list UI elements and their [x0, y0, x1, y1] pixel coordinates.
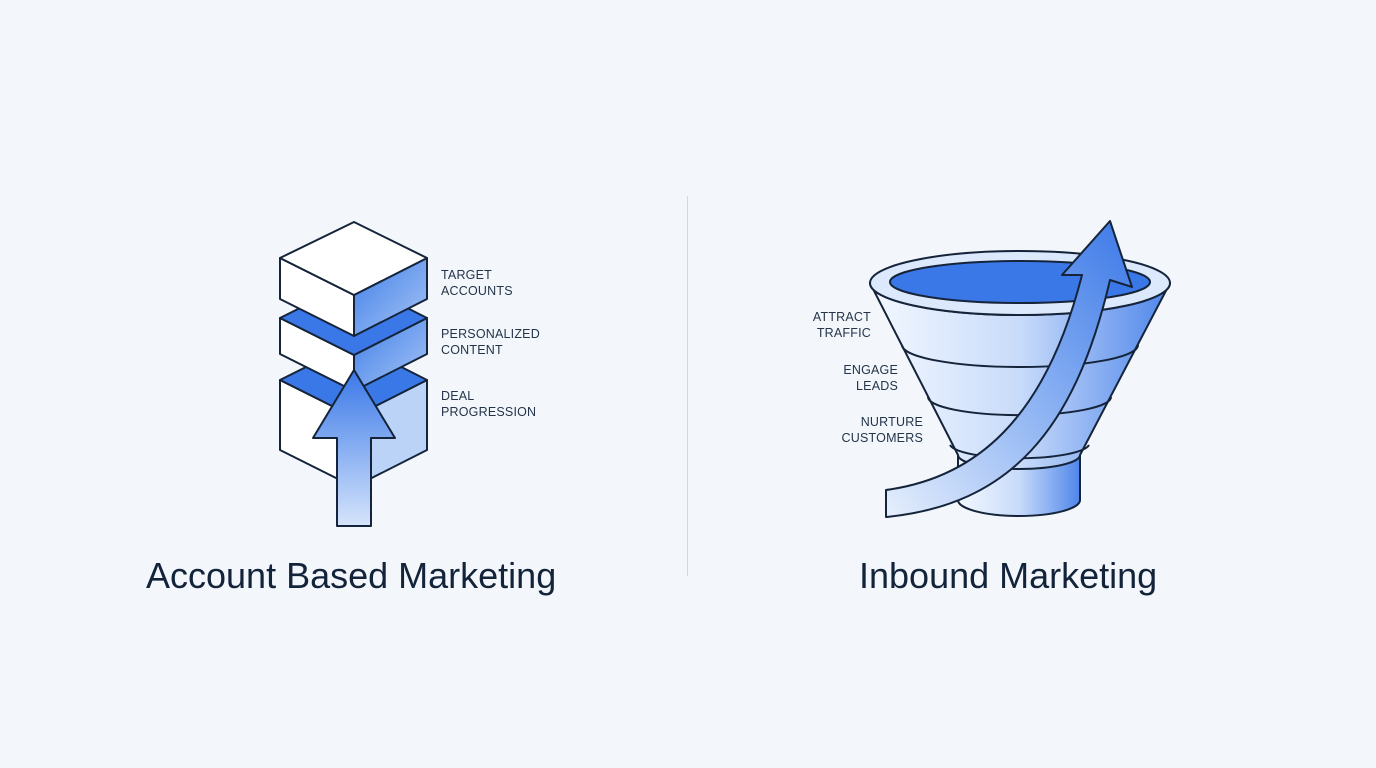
inbound-title: Inbound Marketing	[859, 555, 1158, 596]
abm-stage-label-2: PERSONALIZED CONTENT	[441, 327, 540, 358]
curved-arrow-icon	[885, 220, 1133, 518]
inbound-stage-label-1: ATTRACT TRAFFIC	[813, 310, 871, 341]
inbound-stage-1-line-2: TRAFFIC	[816, 325, 871, 340]
abm-stage-label-1: TARGET ACCOUNTS	[441, 268, 513, 299]
abm-stage-label-3: DEAL PROGRESSION	[441, 389, 536, 420]
inbound-stage-1-line-1: ATTRACT	[812, 310, 871, 324]
center-divider	[687, 196, 688, 576]
abm-stage-3-line-1: DEAL	[441, 389, 475, 403]
abm-stage-1-line-2: ACCOUNTS	[441, 283, 513, 298]
inbound-stage-label-2: ENGAGE LEADS	[843, 363, 898, 394]
inbound-stage-label-3: NURTURE CUSTOMERS	[842, 415, 923, 446]
cube-top-top-face	[279, 221, 428, 296]
abm-stage-2-line-2: CONTENT	[441, 342, 503, 357]
abm-stage-1-line-1: TARGET	[441, 268, 492, 282]
up-arrow-icon	[312, 369, 396, 527]
abm-stage-2-line-1: PERSONALIZED	[441, 327, 540, 341]
inbound-stage-2-line-2: LEADS	[856, 378, 898, 393]
abm-stage-3-line-2: PROGRESSION	[441, 404, 537, 419]
inbound-stage-3-line-2: CUSTOMERS	[841, 430, 923, 445]
funnel-band-1	[901, 344, 1139, 368]
abm-title: Account Based Marketing	[146, 555, 557, 596]
inbound-stage-2-line-1: ENGAGE	[843, 363, 898, 377]
inbound-stage-3-line-1: NURTURE	[860, 415, 923, 429]
funnel-icon	[869, 250, 1171, 517]
